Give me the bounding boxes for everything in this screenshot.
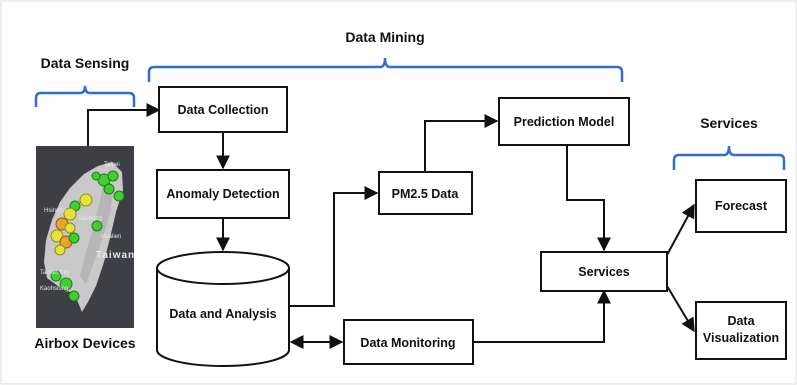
arrow-monitoring-to-services [473, 289, 611, 343]
node-pm25-data: PM2.5 Data [378, 171, 473, 215]
airbox-markers [50, 170, 125, 302]
airbox-marker [68, 232, 80, 244]
arrow-services-to-forecast [666, 203, 695, 256]
map-label-tainan: Tainan City [40, 270, 70, 276]
section-label-services: Services [700, 115, 758, 131]
node-box [156, 169, 290, 219]
node-label: Data Collection [178, 103, 269, 117]
node-box [540, 251, 668, 292]
airbox-marker [113, 190, 125, 202]
arrow-map-to-collection [87, 103, 161, 146]
node-prediction-model: Prediction Model [498, 97, 630, 146]
airbox-marker [107, 170, 119, 182]
node-box [498, 97, 630, 146]
node-data-visualization: Data Visualization [695, 301, 787, 360]
airbox-marker [103, 183, 115, 195]
airbox-marker [68, 290, 80, 302]
airbox-marker [50, 229, 64, 243]
node-label: PM2.5 Data [392, 187, 460, 201]
airbox-marker [63, 207, 77, 221]
airbox-marker [64, 222, 76, 234]
arrow-analysis-to-pm25 [290, 186, 379, 307]
arrow-pm25-to-prediction [424, 114, 499, 172]
airbox-marker [91, 171, 101, 181]
node-anomaly-detection: Anomaly Detection [156, 169, 290, 219]
airbox-marker [59, 277, 73, 291]
map-label-taipei: Taipei [104, 162, 120, 168]
brace-data-mining [147, 57, 624, 82]
connectors [87, 103, 695, 349]
arrow-prediction-to-services [566, 145, 611, 252]
node-label: Anomaly Detection [166, 187, 279, 201]
brace-services [672, 145, 786, 170]
airbox-marker [54, 244, 66, 256]
map-label-hualien: Hualien [101, 234, 121, 240]
map-caption: Airbox Devices [34, 335, 135, 351]
map-label-taiwan: Taiwan [96, 250, 135, 261]
map-label-taichung: Taichung [78, 216, 102, 222]
node-label: Forecast [715, 199, 768, 213]
node-box [158, 86, 288, 133]
node-label: Data Monitoring [360, 336, 455, 350]
node-box [695, 179, 787, 233]
node-box [343, 319, 474, 365]
airbox-map: Taipei Hsinchu Taichung Hualien Tainan C… [36, 146, 135, 328]
node-forecast: Forecast [695, 179, 787, 233]
cylinder-body [156, 268, 290, 367]
node-label: Data and Analysis [169, 307, 276, 321]
node-services: Services [540, 251, 668, 292]
brace-data-sensing [34, 85, 136, 107]
node-label: Prediction Model [514, 115, 615, 129]
node-label: Services [578, 265, 629, 279]
section-label-data-sensing: Data Sensing [41, 55, 130, 71]
taiwan-mountains [80, 180, 114, 284]
node-label-line1: Data [727, 314, 755, 328]
node-data-monitoring: Data Monitoring [343, 319, 474, 365]
map-label-kaohsiung: Kaohsiung [40, 286, 68, 292]
airbox-marker [91, 220, 103, 232]
node-box [378, 171, 473, 215]
node-box [695, 301, 787, 360]
node-data-and-analysis: Data and Analysis [156, 251, 290, 367]
airbox-marker [79, 193, 93, 207]
airbox-marker [50, 270, 62, 282]
cylinder-top [156, 251, 290, 285]
section-label-data-mining: Data Mining [345, 29, 424, 45]
map-label-hsinchu: Hsinchu [44, 208, 66, 214]
node-data-collection: Data Collection [158, 86, 288, 133]
node-label-line2: Visualization [703, 331, 779, 345]
arrow-services-to-visualization [666, 285, 695, 333]
